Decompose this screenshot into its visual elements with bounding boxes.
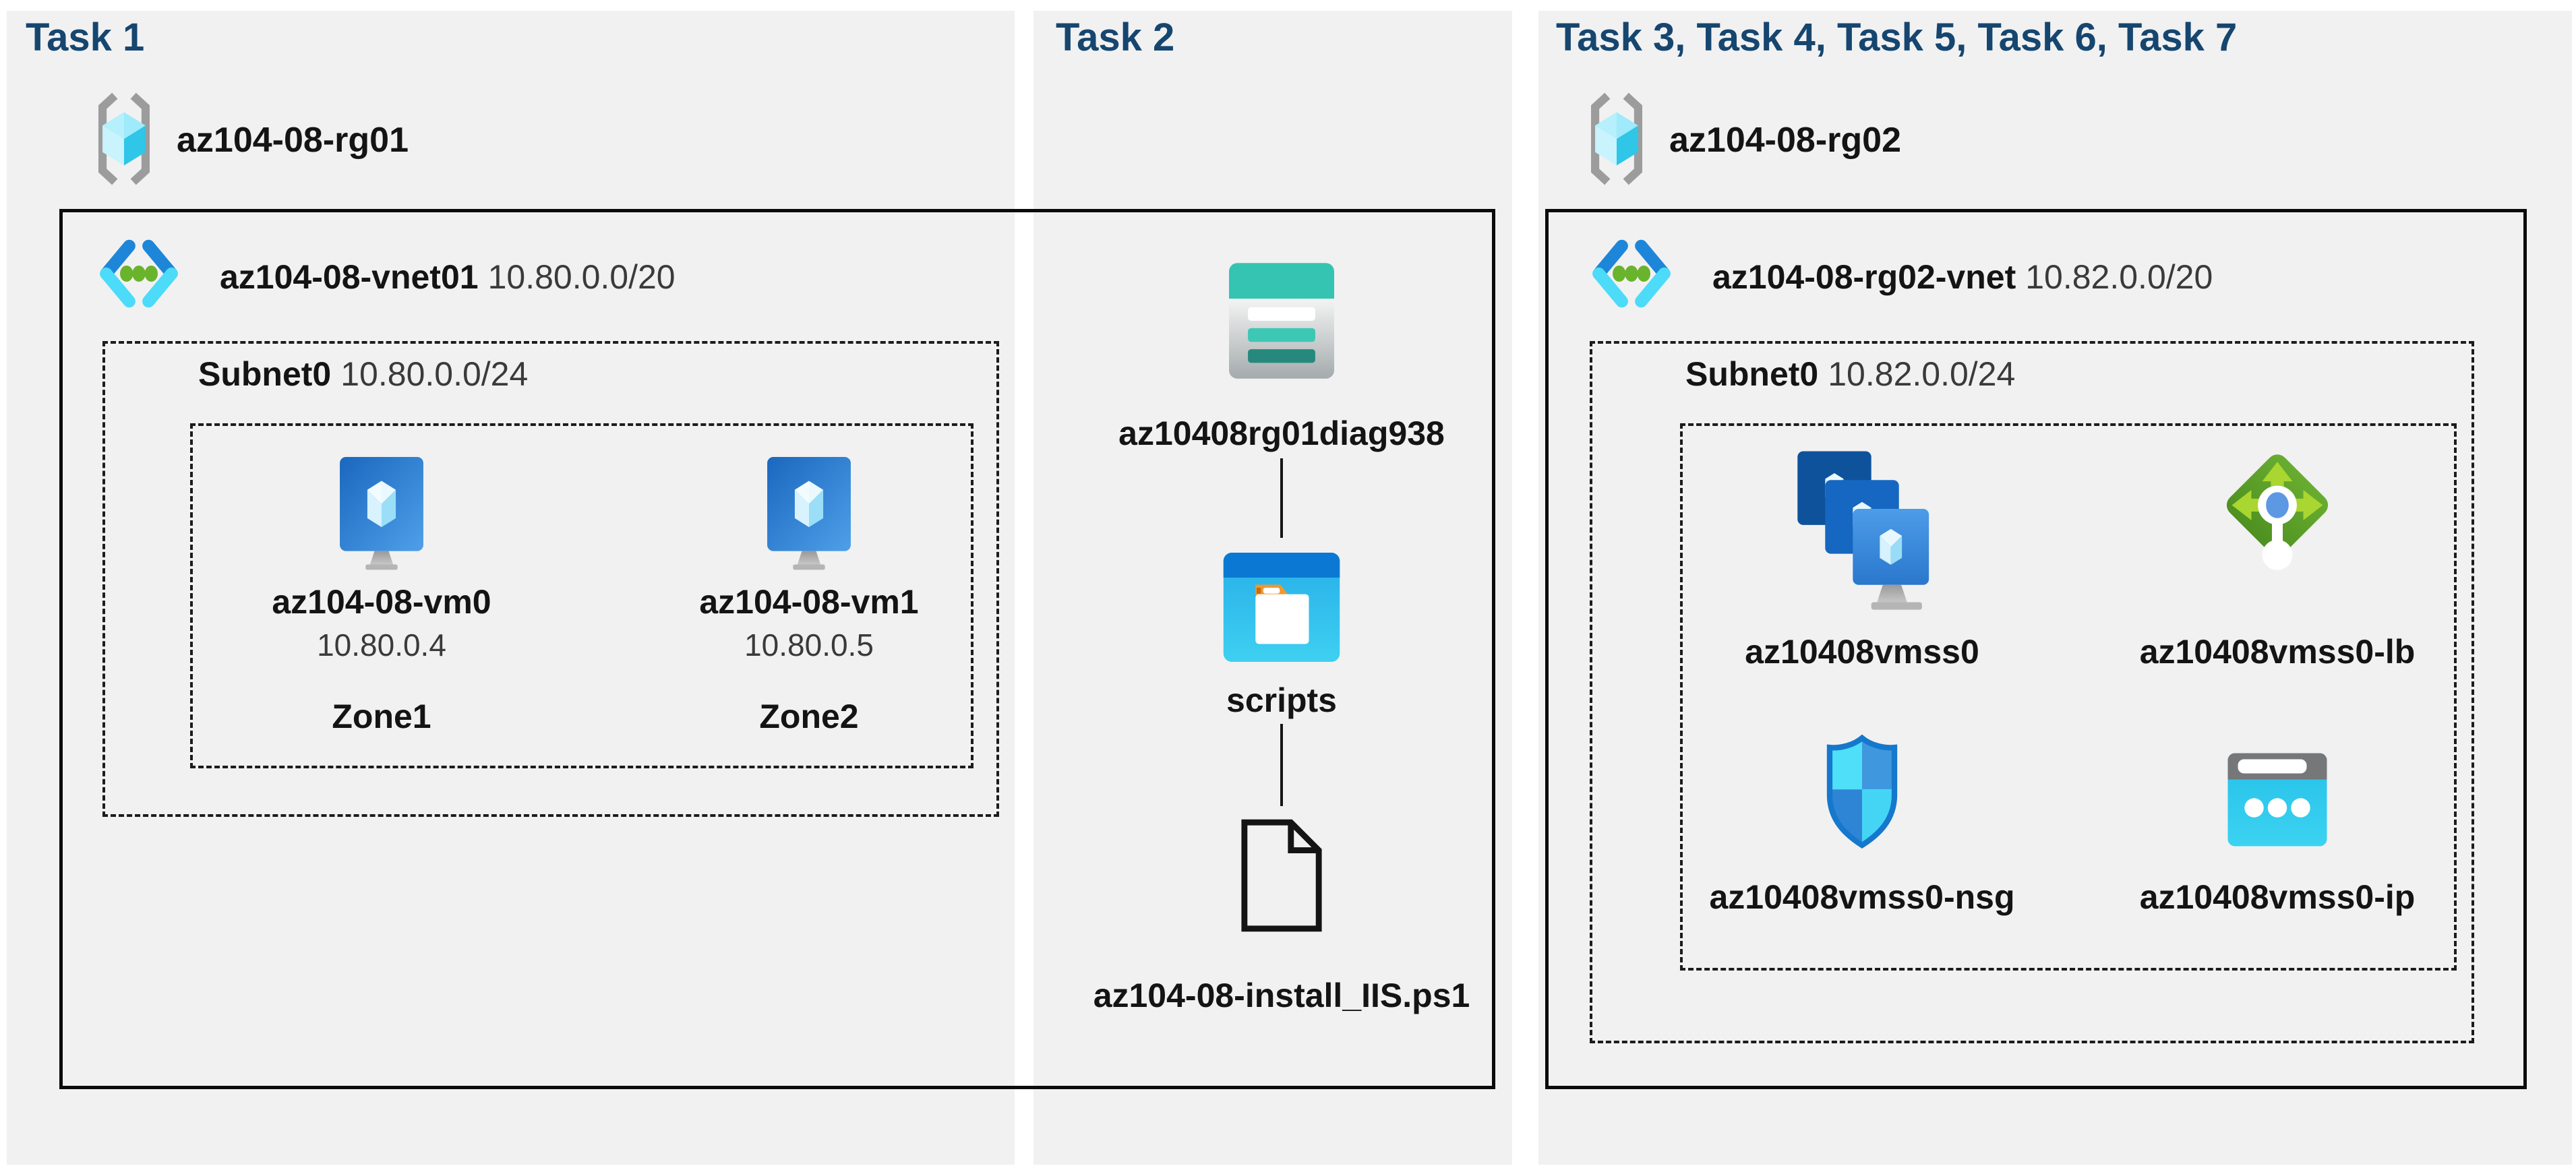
task1-title: Task 1 [26, 16, 145, 59]
blob-container-icon [1222, 551, 1341, 663]
subnet2-box [1590, 341, 2474, 1043]
storage-account-label: az10408rg01diag938 [1118, 415, 1445, 452]
subnet2-name: Subnet0 [1685, 355, 1819, 393]
subnet1-box [102, 341, 999, 817]
subnet1-cidr: 10.80.0.0/24 [340, 355, 529, 393]
vnet1-cidr: 10.80.0.0/20 [487, 258, 676, 296]
vm1-zone: Zone2 [759, 698, 859, 735]
panel-task1 [7, 11, 1015, 1165]
vmss-icon [1791, 449, 1934, 624]
vnet2-boundary-box [1545, 209, 2527, 1089]
rg1-label: az104-08-rg01 [177, 120, 409, 160]
file-label: az104-08-install_IIS.ps1 [1093, 977, 1470, 1014]
vm1-ip: 10.80.0.5 [744, 627, 874, 663]
vnet1-name: az104-08-vnet01 [220, 258, 479, 296]
file-icon [1238, 816, 1325, 935]
vm0-ip: 10.80.0.4 [317, 627, 446, 663]
vnet-icon [98, 236, 179, 311]
lb-label: az10408vmss0-lb [2139, 633, 2416, 671]
connector-container-to-file [1280, 724, 1283, 806]
public-ip-icon [2227, 752, 2328, 847]
container-label: scripts [1226, 681, 1337, 719]
task2-title: Task 2 [1056, 16, 1175, 59]
task3-title: Task 3, Task 4, Task 5, Task 6, Task 7 [1556, 16, 2238, 59]
nsg-label: az10408vmss0-nsg [1709, 878, 2015, 916]
rg1-name: az104-08-rg01 [177, 121, 409, 160]
ip-label: az10408vmss0-ip [2139, 878, 2416, 916]
load-balancer-icon [2217, 449, 2338, 583]
rg2-name: az104-08-rg02 [1669, 121, 1901, 160]
nsg-icon [1820, 735, 1905, 849]
subnet2-cidr: 10.82.0.0/24 [1828, 355, 2016, 393]
vm-group-box [190, 423, 974, 768]
resource-group-icon [1586, 88, 1648, 190]
vmss-group-box [1680, 423, 2457, 971]
resource-group-icon [93, 88, 155, 190]
vm-icon [765, 454, 853, 572]
connector-storage-to-container [1280, 458, 1283, 538]
vnet2-name: az104-08-rg02-vnet [1712, 258, 2016, 296]
vm-icon [337, 454, 426, 572]
vnet2-cidr: 10.82.0.0/20 [2025, 258, 2213, 296]
vmss-label: az10408vmss0 [1745, 633, 1979, 671]
vnet1-boundary-box [59, 209, 1495, 1089]
vm1-name: az104-08-vm1 [699, 583, 919, 621]
subnet1-name: Subnet0 [198, 355, 332, 393]
rg2-label: az104-08-rg02 [1669, 120, 1901, 160]
vm0-zone: Zone1 [332, 698, 431, 735]
vnet-icon [1591, 236, 1672, 311]
storage-account-icon [1229, 263, 1334, 379]
panel-task3 [1538, 11, 2572, 1165]
vm0-name: az104-08-vm0 [272, 583, 491, 621]
